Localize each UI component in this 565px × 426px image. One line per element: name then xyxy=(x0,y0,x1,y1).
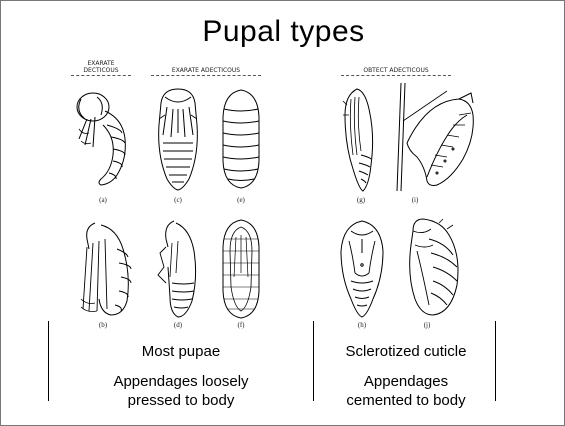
label-f: (f) xyxy=(229,321,253,329)
label-e: (e) xyxy=(229,196,253,204)
label-i: (i) xyxy=(403,196,427,204)
bracket-line-right xyxy=(495,321,496,401)
pupa-illustration-f xyxy=(218,217,264,321)
caption-most-pupae: Most pupae xyxy=(91,342,271,361)
caption-sclerotized-cuticle: Sclerotized cuticle xyxy=(321,342,491,361)
pupa-illustration-b xyxy=(77,219,139,319)
caption-appendages-cemented: Appendages cemented to body xyxy=(321,372,491,410)
label-a: (a) xyxy=(91,196,115,204)
pupa-illustration-i xyxy=(387,81,483,193)
label-d: (d) xyxy=(166,321,190,329)
bracket-line-middle xyxy=(313,321,314,401)
label-c: (c) xyxy=(166,196,190,204)
label-j: (j) xyxy=(415,321,439,329)
pupa-illustration-j xyxy=(401,215,463,321)
pupa-illustration-a xyxy=(71,89,141,189)
pupa-illustration-e xyxy=(218,87,264,191)
pupa-illustration-g xyxy=(337,85,381,195)
caption-appendages-loosely: Appendages loosely pressed to body xyxy=(91,372,271,410)
label-h: (h) xyxy=(350,321,374,329)
label-g: (g) xyxy=(349,196,373,204)
pupa-illustration-d xyxy=(154,217,204,321)
pupa-illustration-c xyxy=(153,85,203,193)
bracket-line-left xyxy=(48,321,49,401)
header-exarate-decticous: EXARATE DECTICOUS xyxy=(71,60,131,76)
header-obtect-adecticous: OBTECT ADECTICOUS xyxy=(341,67,451,76)
slide-title: Pupal types xyxy=(1,15,565,49)
pupa-illustration-h xyxy=(335,217,389,321)
label-b: (b) xyxy=(91,321,115,329)
header-exarate-adecticous: EXARATE ADECTICOUS xyxy=(151,67,261,76)
